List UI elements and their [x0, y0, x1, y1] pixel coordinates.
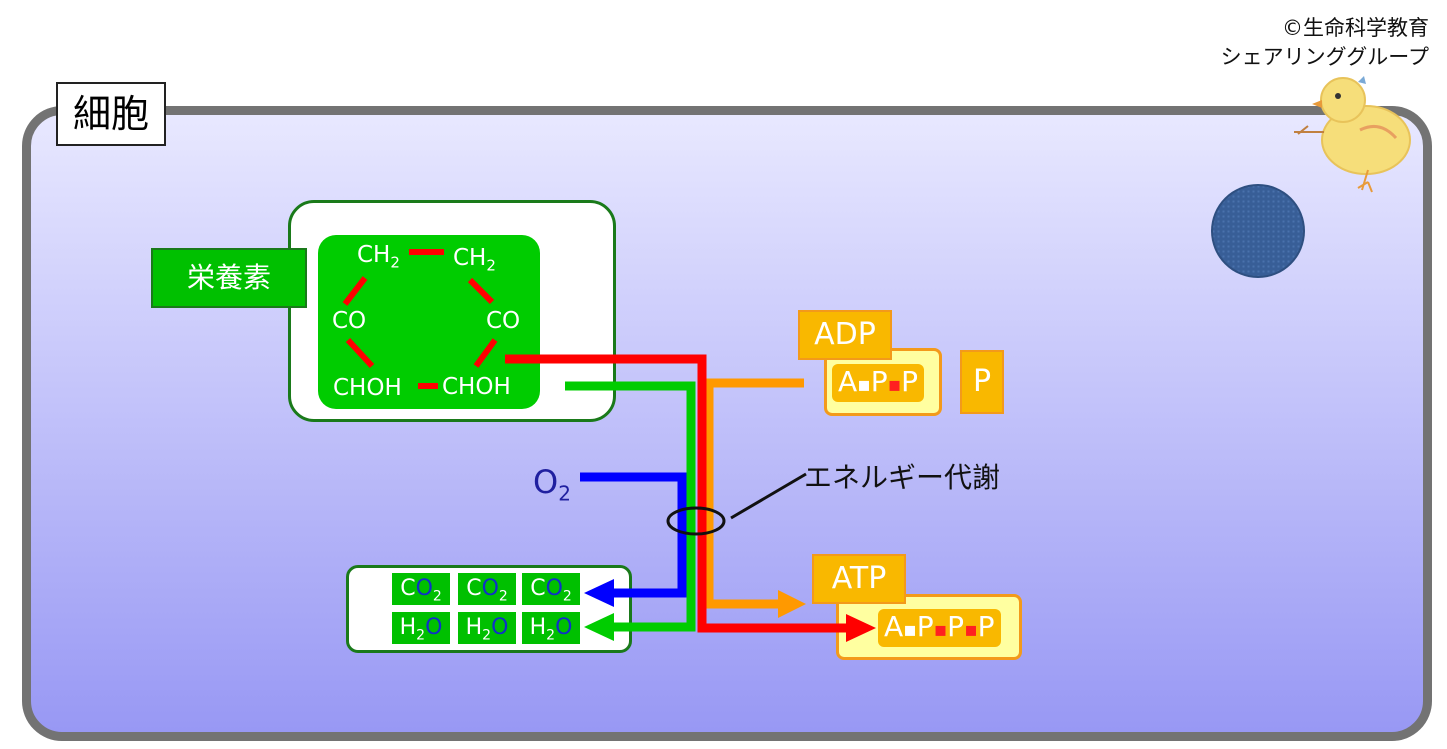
chick-illustration [1294, 76, 1411, 193]
glucose-bonds [342, 249, 498, 389]
choh-left: CHOH [333, 375, 402, 401]
h2o-3: H2O [522, 612, 580, 644]
adp-molecule: A▪P▪P [832, 364, 925, 402]
h2o-2: H2O [458, 612, 516, 644]
h2o-1: H2O [392, 612, 450, 644]
nutrient-label: 栄養素 [151, 248, 307, 308]
energy-pointer-line [730, 472, 807, 520]
copyright: ©生命科学教育 シェアリンググループ [1221, 14, 1429, 72]
glucose-molecule [318, 235, 540, 409]
metabolism-ring [666, 506, 726, 536]
cell-membrane [22, 106, 1432, 741]
choh-right: CHOH [442, 374, 511, 400]
carbon-path [505, 354, 876, 642]
cell-label: 細胞 [56, 82, 166, 146]
copyright-line1: ©生命科学教育 [1282, 16, 1429, 40]
ch2-left: CH2 [357, 242, 400, 272]
energy-metabolism-label: エネルギー代謝 [804, 461, 1001, 494]
co-left: CO [332, 308, 367, 334]
hydrogen-path [565, 381, 696, 641]
energy-path [704, 378, 806, 618]
oxygen-path [580, 472, 687, 607]
adp-label: ADP [798, 310, 892, 360]
oxygen-label: O2 [533, 463, 571, 506]
atp-molecule: A▪P▪P▪P [878, 609, 1001, 647]
ch2-right: CH2 [453, 245, 496, 275]
free-phosphate: P [960, 350, 1004, 414]
nucleus [1211, 184, 1305, 278]
copyright-line2: シェアリンググループ [1220, 45, 1429, 69]
co2-2: CO2 [458, 573, 516, 605]
atp-label: ATP [812, 554, 906, 604]
co-right: CO [486, 308, 521, 334]
co2-3: CO2 [522, 573, 580, 605]
co2-1: CO2 [392, 573, 450, 605]
